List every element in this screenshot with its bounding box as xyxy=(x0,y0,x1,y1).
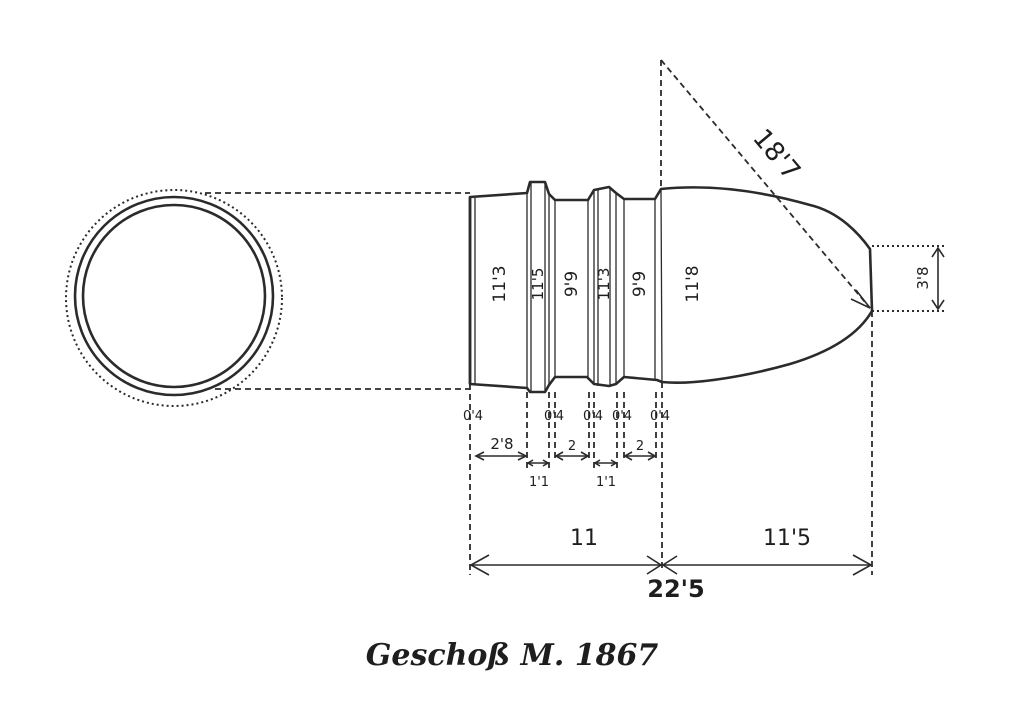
band1-len-label: 1'1 xyxy=(529,475,549,490)
mid-arrow-right xyxy=(661,555,678,575)
ogive-length-label: 18'7 xyxy=(746,123,805,186)
band2-len-label: 1'1 xyxy=(596,475,616,490)
diameter-base-label: 11'3 xyxy=(490,265,510,302)
body-length-label: 11 xyxy=(570,526,598,551)
groove2-len-arrow-r xyxy=(647,451,657,461)
total-length-label: 22'5 xyxy=(647,575,704,603)
ogive-radius-arrow xyxy=(850,289,871,309)
edge-label-2: 0'4 xyxy=(544,409,564,424)
base-len-arrow-l xyxy=(474,451,485,461)
end-view xyxy=(65,189,470,407)
edge-label-5: 0'4 xyxy=(650,409,670,424)
edge-label-1: 0'4 xyxy=(463,409,483,424)
diameter-ogive-label: 11'8 xyxy=(683,265,703,302)
diameter-groove2-label: 9'9 xyxy=(630,271,650,297)
segment-dimensions: 2'8 1'1 2 1'1 2 xyxy=(474,435,657,490)
diameter-band1-label: 11'5 xyxy=(529,268,547,301)
band1-len-arrow-r xyxy=(542,459,550,467)
groove1-len-arrow-r xyxy=(580,451,590,461)
tip-arrow-top xyxy=(931,246,945,258)
edge-labels: 0'4 0'4 0'4 0'4 0'4 xyxy=(463,409,670,424)
band2-len-arrow-r xyxy=(610,459,618,467)
ogive-radius-line xyxy=(660,59,871,309)
base-len-arrow-r xyxy=(517,451,528,461)
overall-arrow-left xyxy=(469,554,490,576)
mid-arrow-left xyxy=(646,555,663,575)
groove2-len-arrow-l xyxy=(623,451,633,461)
groove2-len-label: 2 xyxy=(636,439,644,454)
end-view-outer-dotted-ring xyxy=(65,189,283,407)
band2-len-arrow-l xyxy=(593,459,601,467)
head-length-label: 11'5 xyxy=(763,526,811,551)
edge-label-3: 0'4 xyxy=(583,409,603,424)
tip-diameter-label: 3'8 xyxy=(914,266,932,289)
ogive-base-line xyxy=(660,188,663,383)
groove1-len-label: 2 xyxy=(568,439,576,454)
groove1-len-arrow-l xyxy=(554,451,564,461)
overall-arrow-right xyxy=(852,554,873,576)
diameter-labels: 11'3 11'5 9'9 11'3 9'9 11'8 xyxy=(490,265,703,302)
base-len-label: 2'8 xyxy=(490,435,513,453)
band1-len-arrow-l xyxy=(526,459,534,467)
tip-arrow-bottom xyxy=(931,299,945,311)
extension-lines xyxy=(469,311,873,575)
diameter-band2-label: 11'3 xyxy=(595,268,613,301)
end-view-outer-ring xyxy=(73,195,275,397)
tip-dimension: 3'8 xyxy=(872,245,945,312)
edge-label-4: 0'4 xyxy=(612,409,632,424)
overall-dimension: 11 11'5 22'5 xyxy=(469,526,873,603)
figure-caption: Geschoß M. 1867 xyxy=(366,638,659,673)
end-view-inner-ring xyxy=(81,203,267,389)
diameter-groove1-label: 9'9 xyxy=(562,271,582,297)
